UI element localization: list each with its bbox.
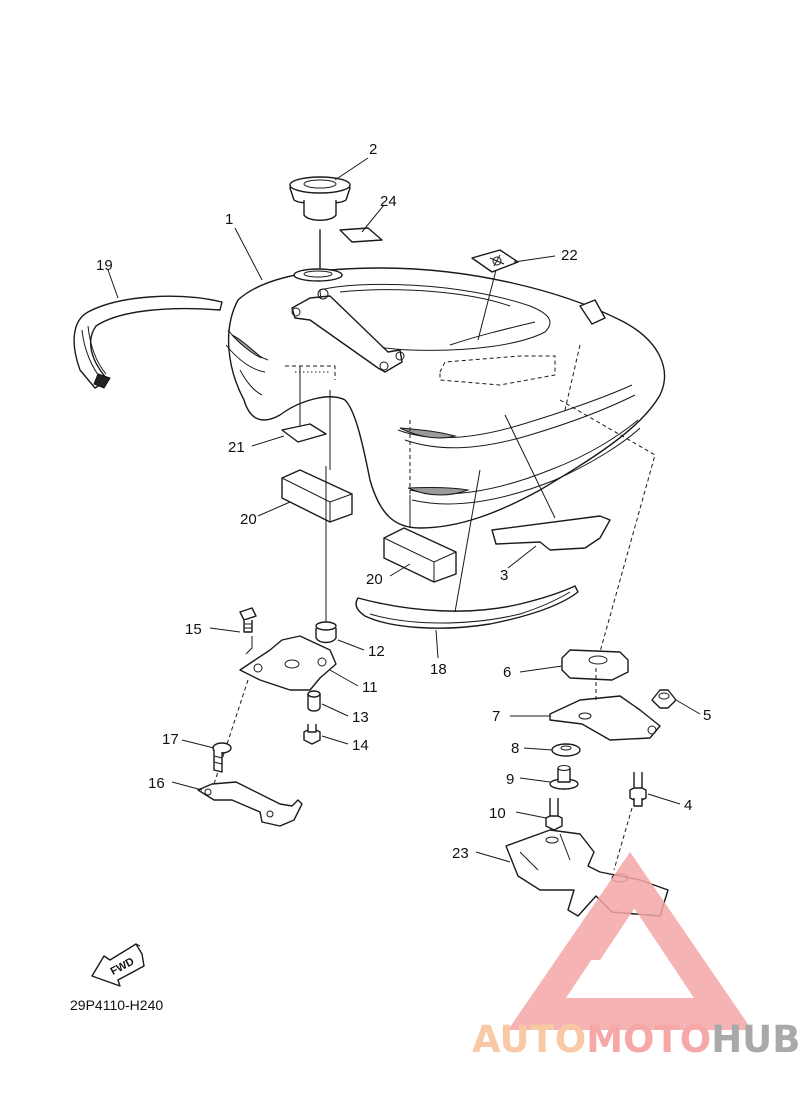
callout-1: 1 xyxy=(225,211,233,228)
damper-12 xyxy=(315,466,337,644)
watermark-logo xyxy=(508,852,752,1030)
watermark-triangle-icon xyxy=(508,852,752,1030)
callout-19: 19 xyxy=(96,257,113,274)
trim-18 xyxy=(355,469,579,629)
callout-24: 24 xyxy=(380,193,397,210)
callout-labels: 1 2 3 4 5 6 7 8 9 10 11 12 13 14 15 16 1… xyxy=(96,141,711,862)
left-mount-bracket-11 xyxy=(239,635,337,691)
callout-6: 6 xyxy=(503,664,511,681)
callout-22: 22 xyxy=(561,247,578,264)
callout-23: 23 xyxy=(452,845,469,862)
collar-9 xyxy=(549,765,579,790)
callout-5: 5 xyxy=(703,707,711,724)
callout-12: 12 xyxy=(368,643,385,660)
fuel-tank xyxy=(225,267,666,529)
damper-block-20a xyxy=(281,469,353,523)
callout-7: 7 xyxy=(492,708,500,725)
callout-16: 16 xyxy=(148,775,165,792)
nut-5 xyxy=(651,689,677,709)
callout-20a: 20 xyxy=(240,511,257,528)
callout-18: 18 xyxy=(430,661,447,678)
bracket-16 xyxy=(197,781,303,827)
callout-9: 9 xyxy=(506,771,514,788)
callout-20b: 20 xyxy=(366,571,383,588)
fwd-arrow-icon: FWD xyxy=(91,943,145,987)
callout-13: 13 xyxy=(352,709,369,726)
damper-block-20b xyxy=(383,527,457,583)
watermark-text: AUTOMOTOHUB xyxy=(472,1018,800,1061)
tank-mount-bracket xyxy=(291,288,405,373)
callout-3: 3 xyxy=(500,567,508,584)
diagram-code: 29P4110-H240 xyxy=(70,997,163,1013)
bolt-14 xyxy=(303,724,321,745)
side-strip-19 xyxy=(73,295,223,389)
bracket-7 xyxy=(549,695,661,741)
bolt-17 xyxy=(212,742,232,773)
washer-8 xyxy=(551,743,581,757)
fuel-tank-cap xyxy=(289,176,351,269)
emblem-22 xyxy=(471,249,519,273)
callout-10: 10 xyxy=(489,805,506,822)
callout-14: 14 xyxy=(352,737,369,754)
callout-2: 2 xyxy=(369,141,377,158)
decal-24 xyxy=(339,227,383,243)
callout-15: 15 xyxy=(185,621,202,638)
bolt-15 xyxy=(239,607,257,633)
callout-17: 17 xyxy=(162,731,179,748)
callout-8: 8 xyxy=(511,740,519,757)
callout-4: 4 xyxy=(684,797,692,814)
trim-3 xyxy=(491,515,611,551)
collar-13 xyxy=(307,690,321,712)
leader-lines xyxy=(107,157,701,863)
pad-21 xyxy=(281,423,327,443)
callout-21: 21 xyxy=(228,439,245,456)
bolt-4 xyxy=(629,772,647,807)
callout-11: 11 xyxy=(362,679,378,696)
bolt-10 xyxy=(545,798,563,831)
damper-6 xyxy=(561,649,629,681)
